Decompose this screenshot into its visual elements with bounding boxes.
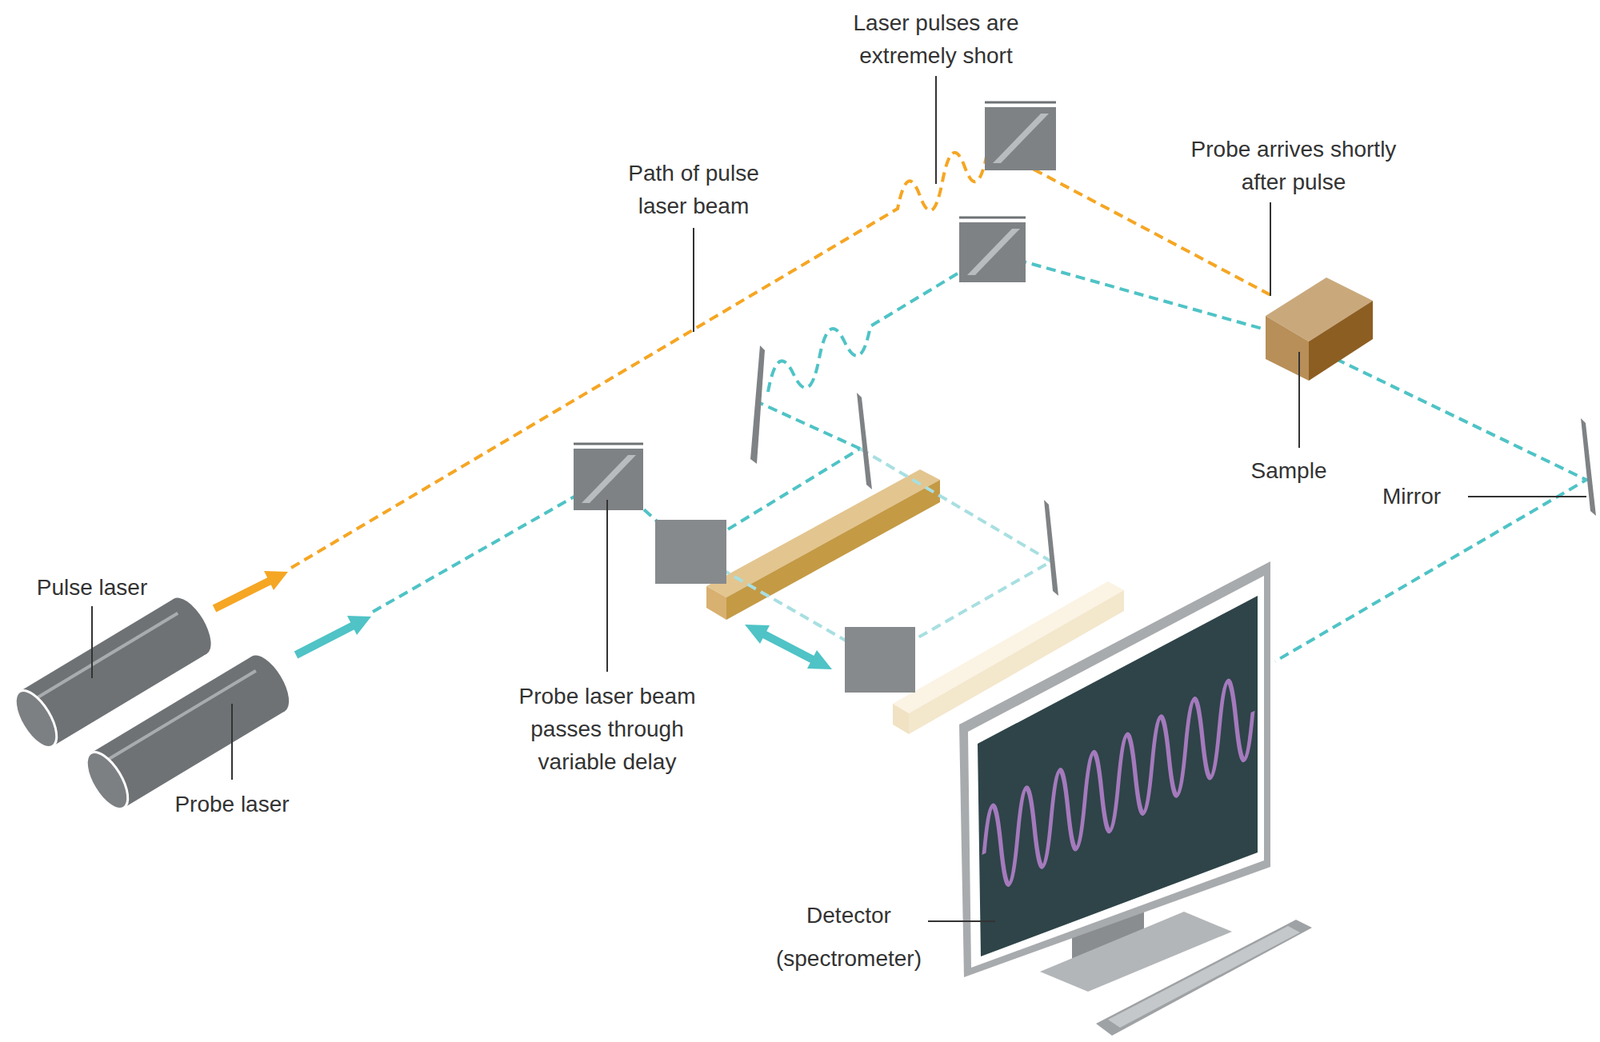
callout-label: Mirror xyxy=(1382,480,1471,513)
detector-monitor xyxy=(959,561,1312,1036)
thin-mirrors xyxy=(750,345,1596,596)
leader-lines xyxy=(92,76,1587,922)
callout-label: Laser pulses are extremely short xyxy=(828,6,1044,72)
probe-laser xyxy=(78,648,297,816)
callout-label: Probe arrives shortly after pulse xyxy=(1165,132,1422,199)
sample-block xyxy=(1265,277,1373,381)
callout-label: Probe laser beam passes through variable… xyxy=(503,680,712,779)
beam-arrows xyxy=(214,571,372,656)
callout-label: Sample xyxy=(1224,454,1353,488)
callout-label: Path of pulse laser beam xyxy=(605,156,782,223)
square-mirrors xyxy=(573,102,1056,693)
callout-label: Pulse laser xyxy=(12,571,172,604)
probe-beam xyxy=(372,252,1587,662)
callout-label: Probe laser xyxy=(152,788,312,821)
callout-label: Detector (spectrometer) xyxy=(756,894,941,981)
